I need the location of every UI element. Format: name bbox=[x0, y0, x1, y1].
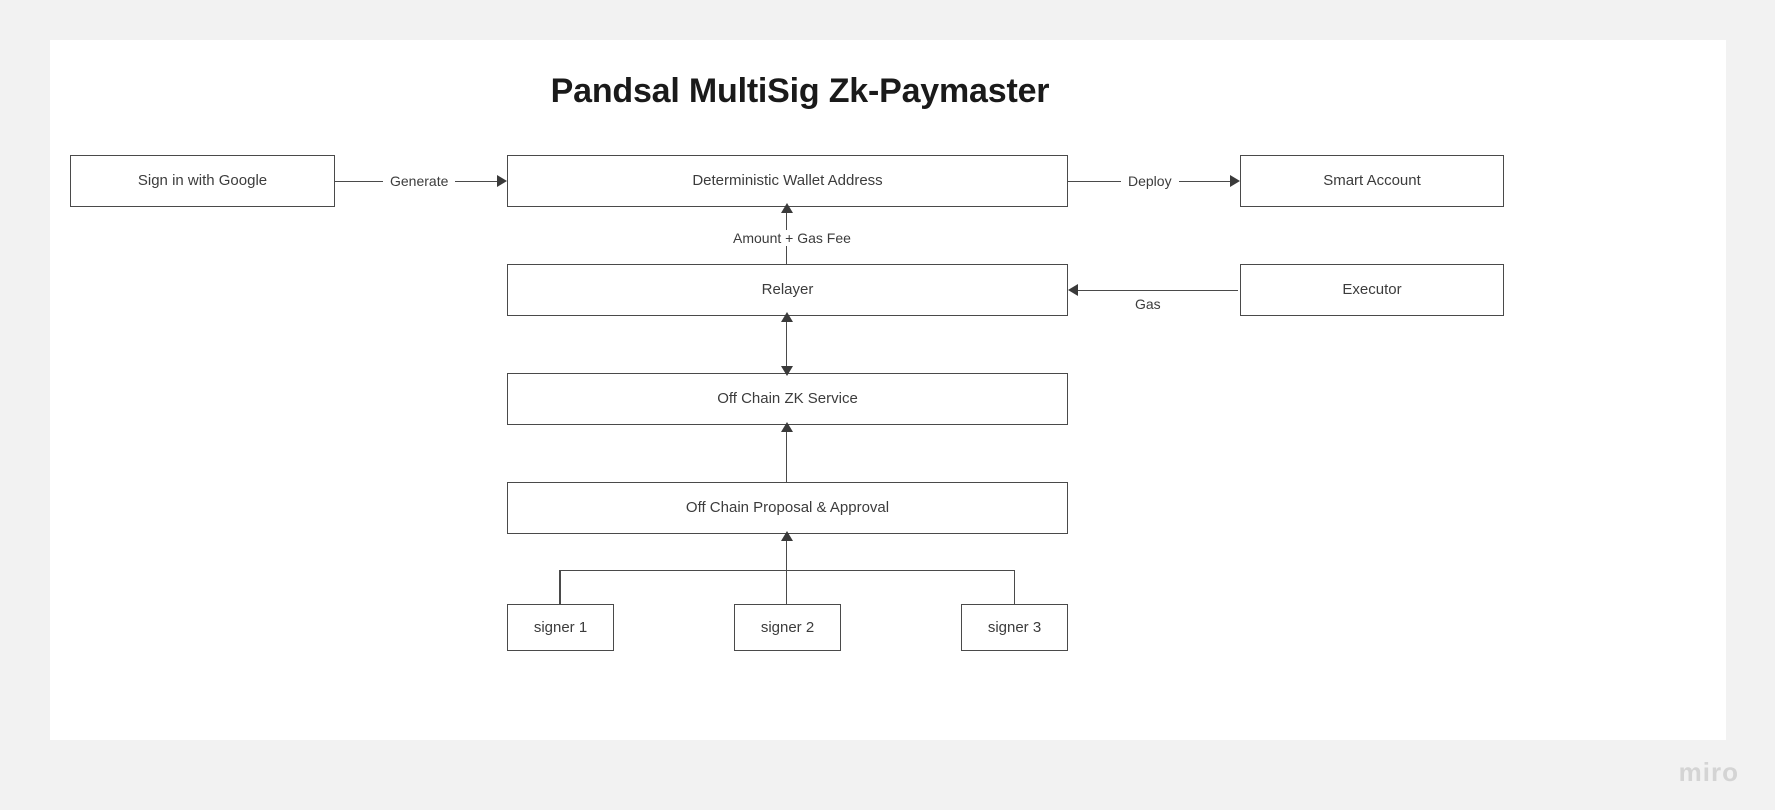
node-off-chain-proposal-approval[interactable]: Off Chain Proposal & Approval bbox=[507, 482, 1068, 534]
edge-signers-bus bbox=[560, 570, 1015, 572]
edge-amount-gas-fee-arrowhead bbox=[781, 203, 793, 213]
edge-proposal-zk-line bbox=[786, 429, 788, 482]
node-label: Smart Account bbox=[1323, 172, 1421, 189]
edge-zk-relayer-arrowhead-down bbox=[781, 366, 793, 376]
edge-signers-to-proposal-line bbox=[786, 538, 788, 570]
node-sign-in-with-google[interactable]: Sign in with Google bbox=[70, 155, 335, 207]
edge-label-deploy: Deploy bbox=[1121, 173, 1179, 189]
edge-gas-line bbox=[1078, 289, 1238, 291]
node-off-chain-zk-service[interactable]: Off Chain ZK Service bbox=[507, 373, 1068, 425]
miro-watermark: miro bbox=[1678, 757, 1739, 787]
node-deterministic-wallet-address[interactable]: Deterministic Wallet Address bbox=[507, 155, 1068, 207]
edge-gas-arrowhead bbox=[1068, 284, 1078, 296]
page-title: Pandsal MultiSig Zk-Paymaster bbox=[550, 72, 1050, 110]
edge-generate-arrowhead bbox=[497, 175, 507, 187]
node-signer-3[interactable]: signer 3 bbox=[961, 604, 1068, 651]
edge-signers-to-proposal-arrowhead bbox=[781, 531, 793, 541]
node-signer-1[interactable]: signer 1 bbox=[507, 604, 614, 651]
edge-label-amount-gas-fee: Amount + Gas Fee bbox=[726, 230, 858, 246]
node-smart-account[interactable]: Smart Account bbox=[1240, 155, 1504, 207]
edge-label-generate: Generate bbox=[383, 173, 456, 189]
node-label: Off Chain ZK Service bbox=[717, 390, 858, 407]
edge-signer1-riser bbox=[559, 570, 561, 604]
node-executor[interactable]: Executor bbox=[1240, 264, 1504, 316]
node-label: signer 3 bbox=[987, 618, 1042, 636]
node-label: Off Chain Proposal & Approval bbox=[685, 499, 890, 516]
edge-zk-relayer-line bbox=[786, 318, 788, 373]
edge-signer3-riser bbox=[1014, 570, 1016, 604]
edge-zk-relayer-arrowhead-up bbox=[781, 312, 793, 322]
node-label: Sign in with Google bbox=[137, 172, 268, 189]
edge-proposal-zk-arrowhead bbox=[781, 422, 793, 432]
node-relayer[interactable]: Relayer bbox=[507, 264, 1068, 316]
edge-signer2-riser bbox=[786, 570, 788, 604]
node-label: Executor bbox=[1342, 281, 1402, 298]
edge-label-gas: Gas bbox=[1128, 296, 1168, 312]
edge-gas-riser bbox=[1236, 289, 1238, 291]
node-label: Deterministic Wallet Address bbox=[692, 172, 883, 189]
node-label: signer 2 bbox=[760, 618, 815, 636]
node-label: Relayer bbox=[761, 281, 814, 298]
node-label: signer 1 bbox=[533, 618, 588, 636]
edge-deploy-arrowhead bbox=[1230, 175, 1240, 187]
node-signer-2[interactable]: signer 2 bbox=[734, 604, 841, 651]
